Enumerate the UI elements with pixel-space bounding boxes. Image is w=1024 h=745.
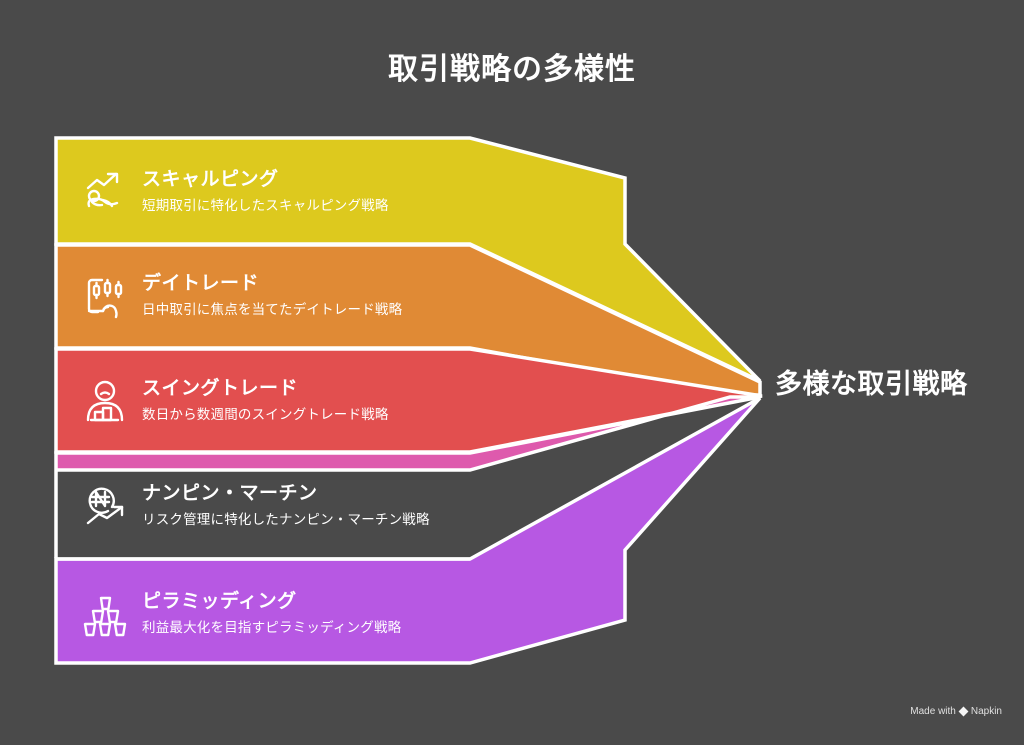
page-title: 取引戦略の多様性 [388, 53, 636, 86]
arrow-outcome-label: 多様な取引戦略 [775, 369, 968, 399]
watermark-prefix: Made with [910, 706, 956, 717]
diamond-icon [958, 706, 969, 717]
band-shape-5[interactable] [54, 396, 762, 665]
napkin-watermark: Made with Napkin [910, 706, 1002, 717]
band-shape-4[interactable] [54, 395, 761, 558]
watermark-brand: Napkin [970, 706, 1002, 717]
